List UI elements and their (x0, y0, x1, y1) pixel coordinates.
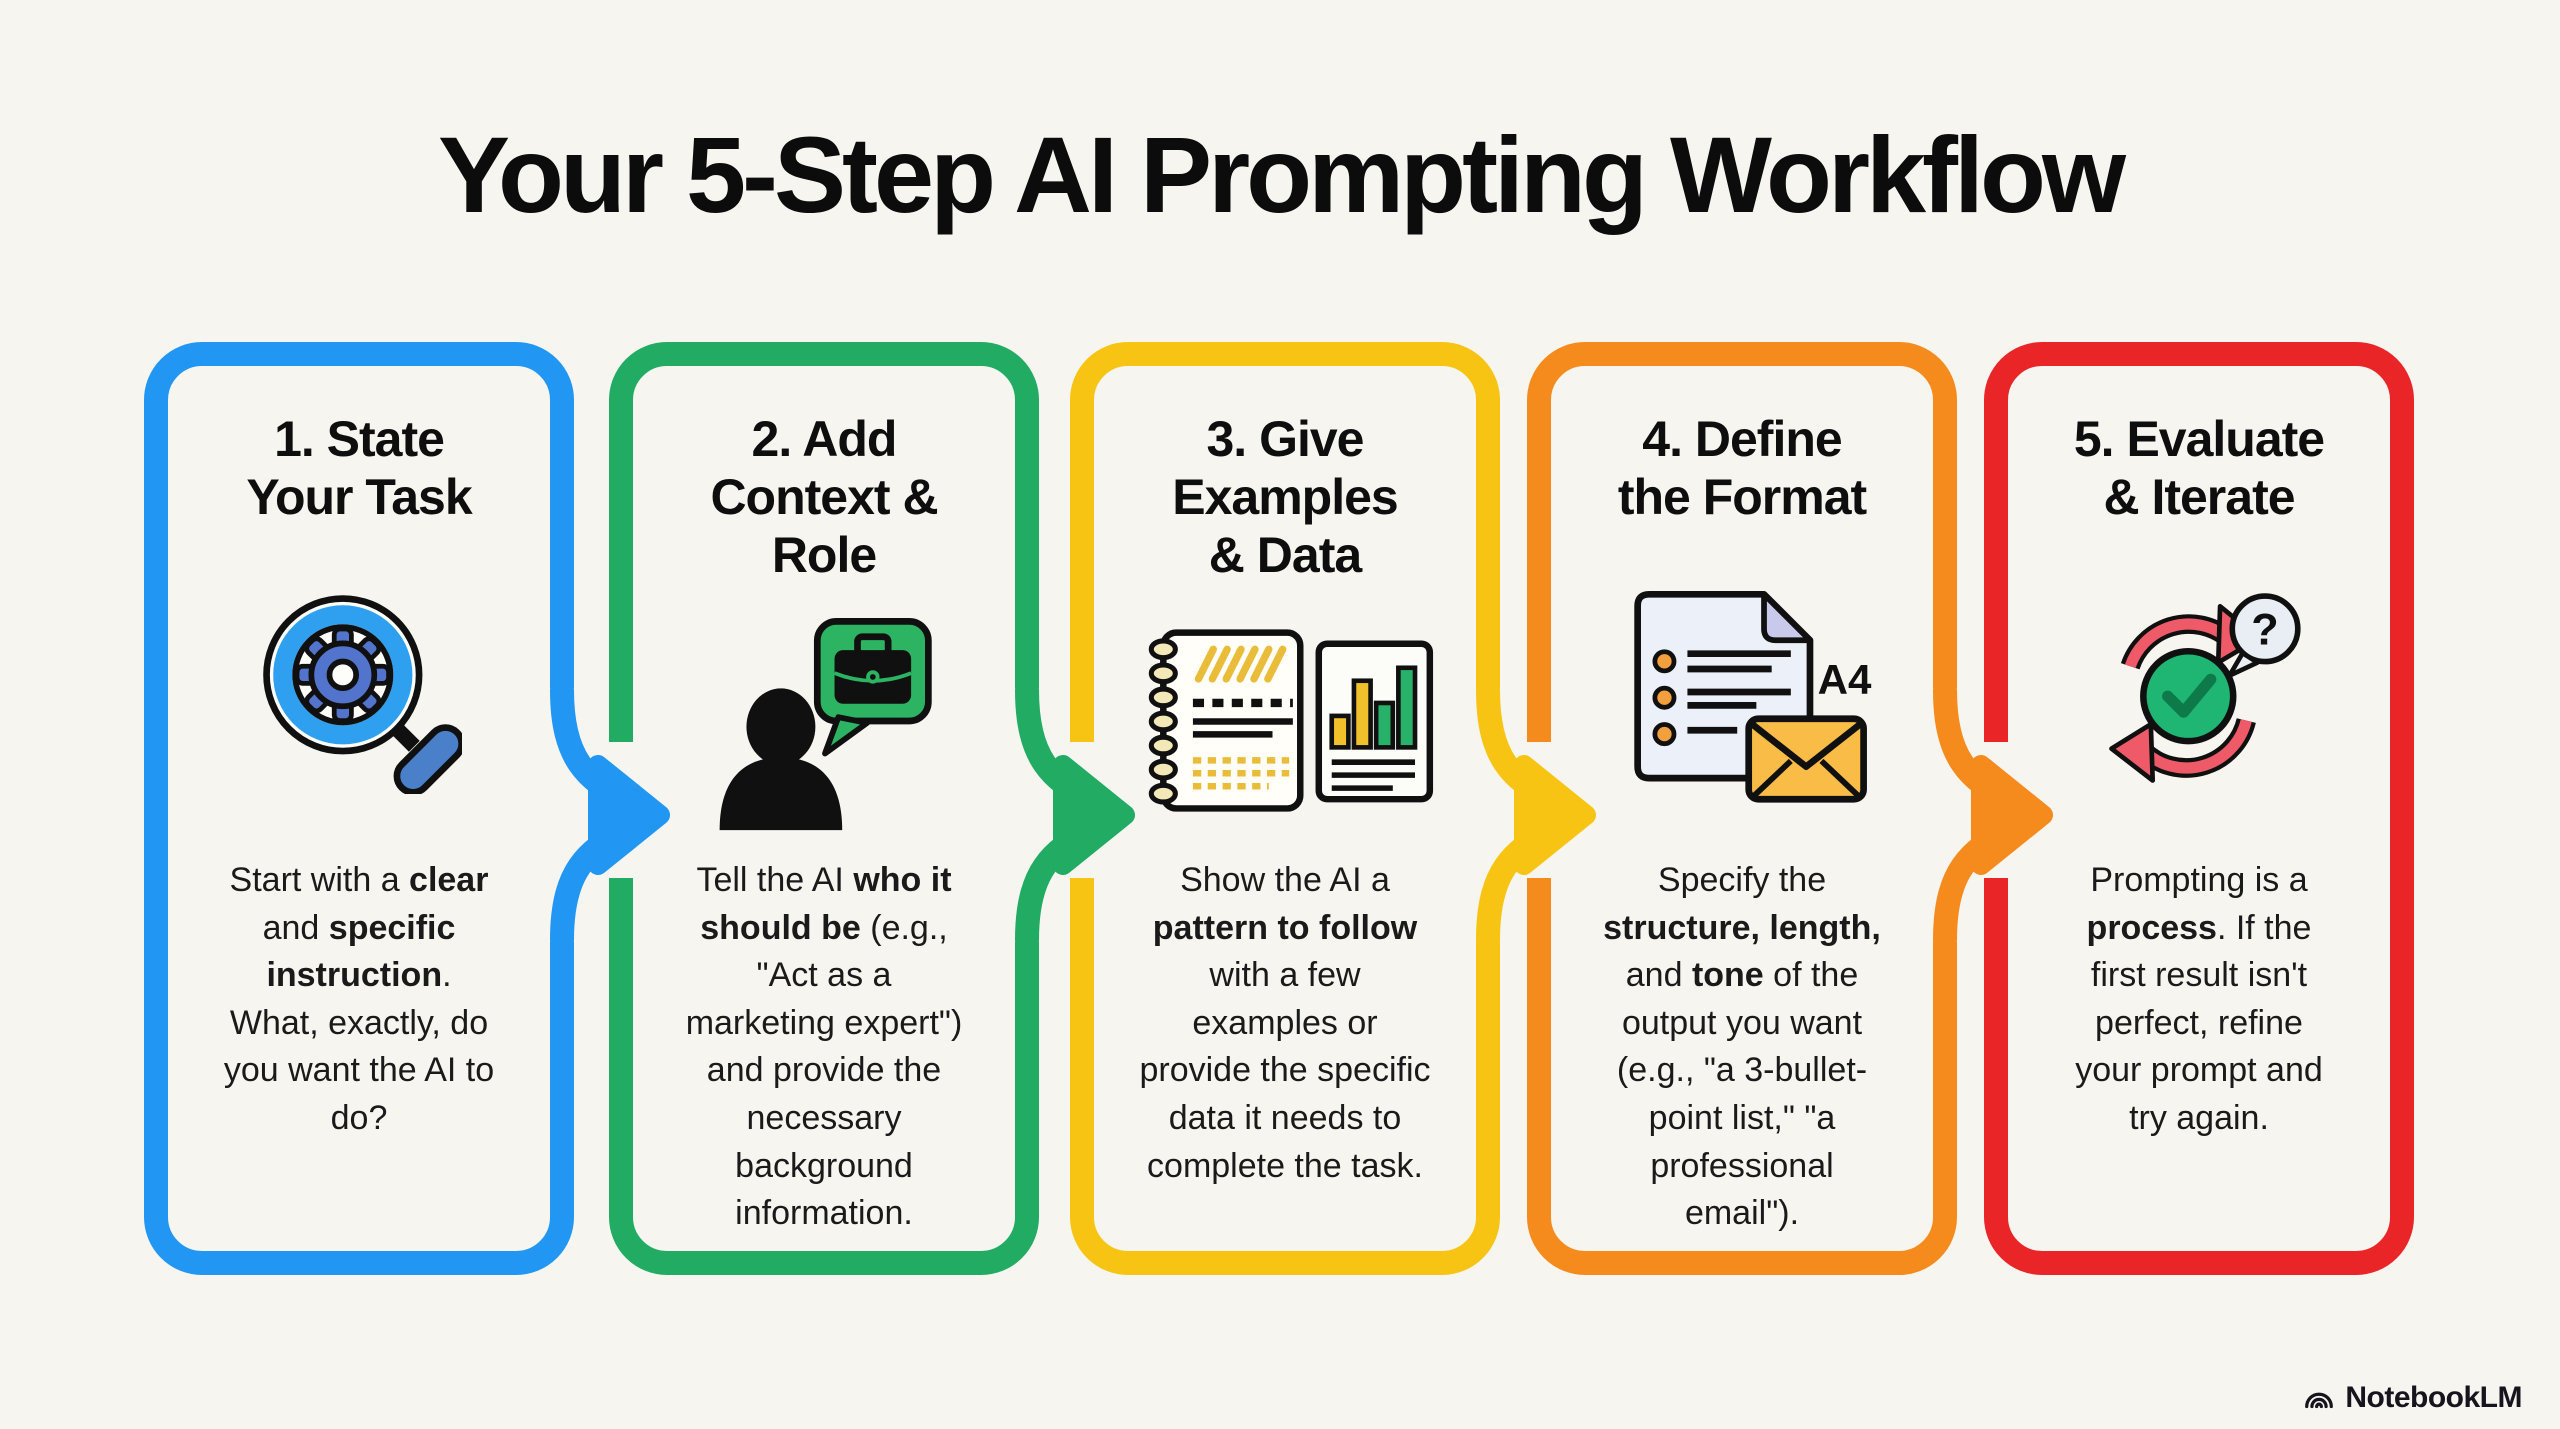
text-line: complete the task. (1147, 1146, 1423, 1185)
step-icon-wrap (1094, 584, 1476, 857)
step-description: Tell the AI who it should be (e.g., "Act a… (638, 857, 1010, 1239)
text-line: necessary (746, 1098, 902, 1137)
step-icon-wrap (633, 584, 1015, 857)
step-description: Start with a clear and specific instructio… (173, 857, 545, 1239)
text-line: point list," "a (1648, 1098, 1836, 1137)
text-line: your prompt and (2075, 1051, 2323, 1090)
text-line: examples or (1192, 1003, 1378, 1042)
text-line: professional (1650, 1146, 1834, 1185)
step-card-5: 5. Evaluate& Iterate ? Prompting is a pro… (1984, 342, 2414, 1275)
step-title: 5. Evaluate& Iterate (2073, 411, 2325, 525)
text-line: and provide the (706, 1051, 942, 1090)
text-line: and specific (262, 908, 456, 947)
step-icon-wrap (168, 526, 550, 857)
step-description: Show the AI a pattern to follow with a few… (1099, 857, 1471, 1239)
text-line: Specify the (1657, 861, 1827, 899)
text-line: pattern to follow (1152, 908, 1418, 947)
text-line: Prompting is a (2090, 861, 2308, 899)
svg-text:?: ? (2251, 603, 2278, 654)
text-line: information. (735, 1194, 913, 1233)
text-line: background (735, 1146, 913, 1185)
text-line: Show the AI a (1180, 861, 1390, 899)
text-line: Tell the AI who it (696, 861, 952, 899)
text-line: you want the AI to (223, 1051, 495, 1090)
text-line: (e.g., "a 3-bullet- (1616, 1051, 1868, 1090)
text-line: instruction. (266, 956, 452, 995)
magnifier-gear-icon (262, 595, 462, 794)
text-line: data it needs to (1168, 1098, 1402, 1137)
person-briefcase-icon (719, 618, 932, 831)
notebooklm-wordmark: NotebookLM (2345, 1381, 2522, 1414)
text-line: should be (e.g., (700, 908, 948, 947)
text-line: and tone of the (1625, 956, 1859, 995)
text-line: try again. (2129, 1098, 2269, 1137)
text-line: with a few (1209, 956, 1361, 995)
step-description: Prompting is a process. If the first resul… (2013, 857, 2385, 1239)
text-line: perfect, refine (2095, 1003, 2303, 1042)
step-description: Specify the structure, length, and tone of… (1556, 857, 1928, 1239)
text-line: do? (330, 1098, 388, 1137)
text-line: structure, length, (1603, 908, 1881, 947)
step-icon-wrap: A4 (1551, 526, 1933, 857)
step-icon-wrap: ? (2008, 526, 2390, 857)
text-line: marketing expert") (685, 1003, 963, 1042)
document-a4-envelope-icon: A4 (1634, 590, 1872, 803)
notebooklm-icon (2305, 1392, 2334, 1409)
text-line: "Act as a (756, 956, 892, 995)
text-line: process. If the (2086, 908, 2312, 947)
page-title: Your 5-Step AI Prompting Workflow (437, 114, 2126, 235)
text-line: output you want (1621, 1003, 1863, 1042)
iterate-check-question-icon: ? (2108, 592, 2301, 783)
text-line: What, exactly, do (229, 1003, 489, 1042)
text-line: first result isn't (2090, 956, 2308, 995)
notebooklm-logo: NotebookLM (2302, 1381, 2522, 1415)
text-line: provide the specific (1139, 1051, 1431, 1090)
notebook-chart-icon (1148, 628, 1434, 812)
text-line: Start with a clear (229, 861, 489, 899)
text-line: email"). (1684, 1194, 1800, 1233)
svg-text:A4: A4 (1818, 656, 1872, 703)
